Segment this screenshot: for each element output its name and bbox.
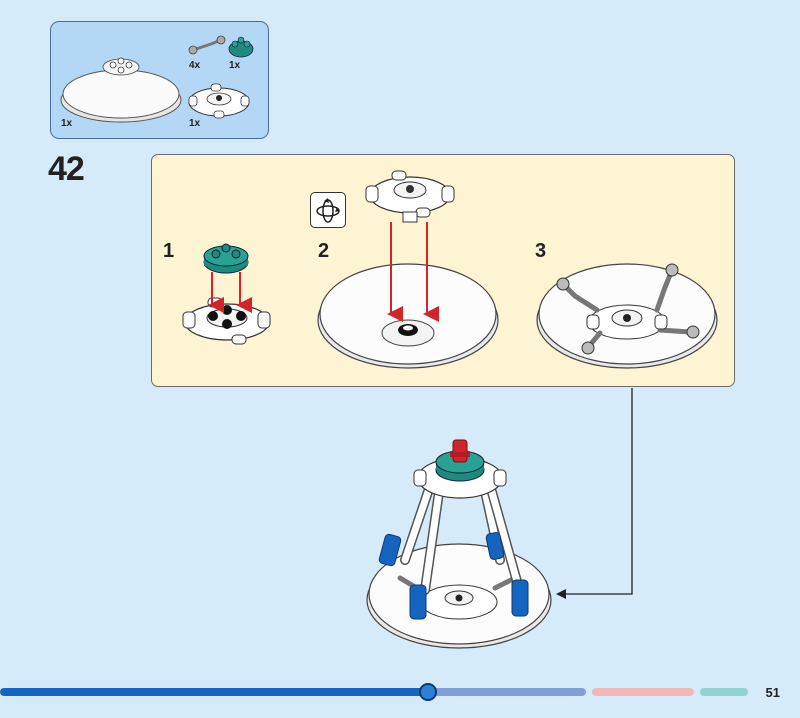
substep-label-2: 2 xyxy=(318,240,330,262)
progress-completed-segment xyxy=(0,688,428,696)
progress-remaining-segment xyxy=(428,688,586,696)
final-model-drawing xyxy=(366,439,552,649)
parts-list-box: 1x 4x 1x 1x xyxy=(50,21,269,139)
page-progress-bar xyxy=(0,683,748,701)
substep-label-1: 1 xyxy=(163,240,175,262)
progress-section-teal xyxy=(700,688,748,696)
connector-bar-quantity: 4x xyxy=(189,60,201,71)
callout-arrowhead xyxy=(556,589,566,599)
callout-connector-line xyxy=(558,388,633,595)
hub-quantity: 1x xyxy=(189,118,201,129)
bar-connector-part-icon xyxy=(188,35,226,55)
white-hub-part-icon xyxy=(188,83,250,119)
step-number: 42 xyxy=(48,150,85,188)
substep-2-drawing xyxy=(317,170,499,369)
dish-quantity: 1x xyxy=(61,118,73,129)
progress-marker-icon xyxy=(419,683,437,701)
round-dish-part-icon xyxy=(60,57,182,123)
round-plate-quantity: 1x xyxy=(229,60,241,71)
substep-1-drawing xyxy=(182,243,271,345)
substep-label-3: 3 xyxy=(535,240,547,262)
progress-section-pink xyxy=(592,688,694,696)
substep-3-drawing xyxy=(536,263,718,369)
rotate-arrows-icon xyxy=(316,198,340,223)
teal-round-plate-icon xyxy=(228,36,254,58)
page-number: 51 xyxy=(765,685,780,700)
parts-illustration xyxy=(60,35,254,123)
rotate-model-icon xyxy=(310,192,346,228)
